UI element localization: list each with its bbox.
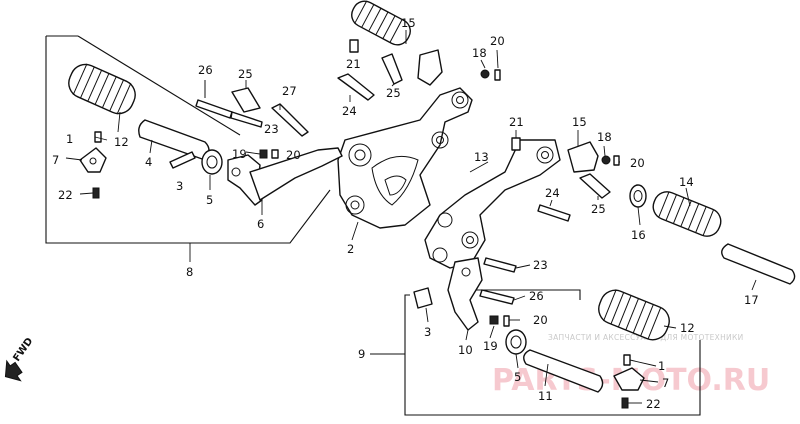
part-label-4: 4 — [145, 155, 152, 169]
part-label-19: 19 — [232, 147, 247, 161]
part-label-21: 21 — [509, 115, 524, 129]
lower-screw-part-22 — [621, 397, 629, 409]
washer-part-5 — [201, 149, 223, 190]
part-label-5: 5 — [514, 370, 521, 384]
left-peg-shaft-part-4 — [138, 119, 210, 161]
washer-part-5-lower — [505, 329, 527, 355]
part-label-18: 18 — [472, 46, 487, 60]
part-label-25: 25 — [238, 67, 253, 81]
bolt-part-25-left — [231, 80, 261, 113]
part-label-15: 15 — [572, 115, 587, 129]
right-bracket-part-15 — [567, 141, 599, 173]
part-label-20: 20 — [490, 34, 505, 48]
part-label-13: 13 — [474, 150, 489, 164]
part-label-10: 10 — [458, 343, 473, 357]
lower-rubber-peg-part-12 — [598, 289, 670, 341]
bolt-part-23-left — [230, 111, 263, 128]
fwd-direction-arrow: FWD — [4, 336, 35, 382]
part-label-1: 1 — [658, 359, 665, 373]
left-clip-part-7 — [79, 147, 107, 173]
part-label-19: 19 — [483, 339, 498, 353]
part-label-24: 24 — [545, 186, 560, 200]
part-label-8: 8 — [186, 265, 193, 279]
bolt-part-21-right — [511, 137, 521, 151]
bolt-part-23-lower — [483, 257, 517, 273]
right-rubber-peg-part-14 — [652, 191, 722, 237]
nut-part-18-20-right — [601, 155, 620, 166]
bolt-part-24-right — [537, 204, 571, 222]
washer-part-16 — [629, 184, 647, 208]
bolt-part-25-right — [579, 173, 611, 199]
part-label-21: 21 — [346, 57, 361, 71]
part-label-27: 27 — [282, 84, 297, 98]
leader-lines — [65, 30, 757, 404]
part-label-5: 5 — [206, 193, 213, 207]
part-label-20: 20 — [286, 148, 301, 162]
part-label-14: 14 — [679, 175, 694, 189]
left-arm-part-6 — [227, 147, 343, 215]
part-label-7: 7 — [662, 376, 669, 390]
part-label-23: 23 — [533, 258, 548, 272]
lower-arm-part-10 — [447, 257, 483, 331]
part-label-12: 12 — [680, 321, 695, 335]
left-rubber-peg-part-12 — [68, 63, 136, 115]
part-number-labels: 15 20 18 21 25 24 26 25 27 23 1 12 7 4 3… — [52, 16, 759, 411]
lower-clip-part-7 — [613, 367, 645, 391]
nut-part-19-20-lower — [489, 315, 510, 327]
left-bolt-part-3 — [169, 151, 196, 169]
bolt-part-25-upper — [381, 53, 403, 85]
bolt-part-27 — [271, 103, 309, 137]
part-label-11: 11 — [538, 389, 553, 403]
lower-shaft-part-11 — [523, 349, 604, 393]
bolt-part-24-upper — [337, 73, 375, 101]
nut-part-18-20-upper — [480, 69, 501, 81]
part-label-2: 2 — [347, 242, 354, 256]
part-label-22: 22 — [646, 397, 661, 411]
part-label-12: 12 — [114, 135, 129, 149]
bolt-part-26 — [195, 80, 233, 119]
part-label-9: 9 — [358, 347, 365, 361]
part-label-7: 7 — [52, 153, 59, 167]
main-bracket-part-2 — [337, 87, 473, 241]
fwd-label: FWD — [11, 336, 35, 364]
part-label-1: 1 — [66, 132, 73, 146]
part-label-23: 23 — [264, 122, 279, 136]
part-label-17: 17 — [744, 293, 759, 307]
part-label-25: 25 — [591, 202, 606, 216]
part-label-20: 20 — [533, 313, 548, 327]
bolt-part-21-upper — [349, 39, 359, 53]
group-9-outline — [370, 289, 701, 416]
bolt-part-3-lower — [413, 287, 433, 309]
shaft-part-17 — [721, 243, 796, 285]
part-label-6: 6 — [257, 217, 264, 231]
rear-bracket-part-13 — [424, 139, 561, 269]
upper-rubber-peg — [351, 0, 443, 86]
part-label-24: 24 — [342, 104, 357, 118]
part-label-26: 26 — [529, 289, 544, 303]
part-label-15: 15 — [401, 16, 416, 30]
part-label-16: 16 — [631, 228, 646, 242]
lower-pin-part-1 — [623, 354, 631, 366]
part-label-22: 22 — [58, 188, 73, 202]
part-label-3: 3 — [176, 179, 183, 193]
left-screw-part-22 — [92, 187, 100, 199]
part-label-25: 25 — [386, 86, 401, 100]
group-8-outline — [45, 35, 331, 262]
part-label-18: 18 — [597, 130, 612, 144]
part-label-26: 26 — [198, 63, 213, 77]
bolt-part-26-lower — [479, 289, 515, 305]
nut-part-19-20-left — [259, 149, 279, 159]
part-label-20: 20 — [630, 156, 645, 170]
part-label-3: 3 — [424, 325, 431, 339]
